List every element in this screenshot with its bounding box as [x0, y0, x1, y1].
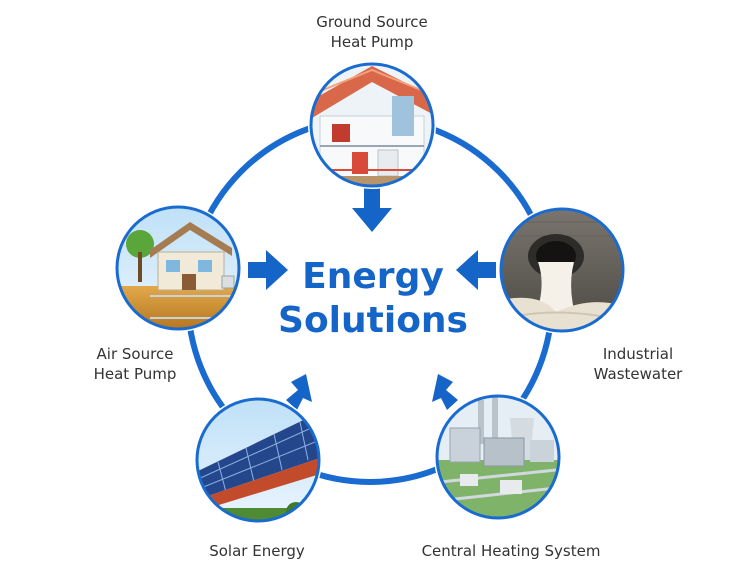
label-central-heating-system: Central Heating System	[406, 541, 616, 561]
node-central-heating-system	[434, 393, 562, 521]
title-line-1: Energy	[250, 255, 496, 299]
arrow-down-icon	[352, 188, 392, 232]
label-air-source-heat-pump: Air Source Heat Pump	[70, 344, 200, 384]
arrow-up-left-icon	[432, 374, 458, 410]
center-title: Energy Solutions	[250, 255, 496, 343]
label-ground-source-heat-pump: Ground Source Heat Pump	[292, 12, 452, 52]
label-industrial-wastewater: Industrial Wastewater	[568, 344, 708, 384]
title-line-2: Solutions	[250, 299, 496, 343]
node-air-source-heat-pump	[114, 204, 242, 332]
node-industrial-wastewater	[498, 206, 626, 334]
node-ground-source-heat-pump	[308, 61, 436, 189]
node-solar-energy	[194, 396, 322, 524]
label-solar-energy: Solar Energy	[192, 541, 322, 561]
